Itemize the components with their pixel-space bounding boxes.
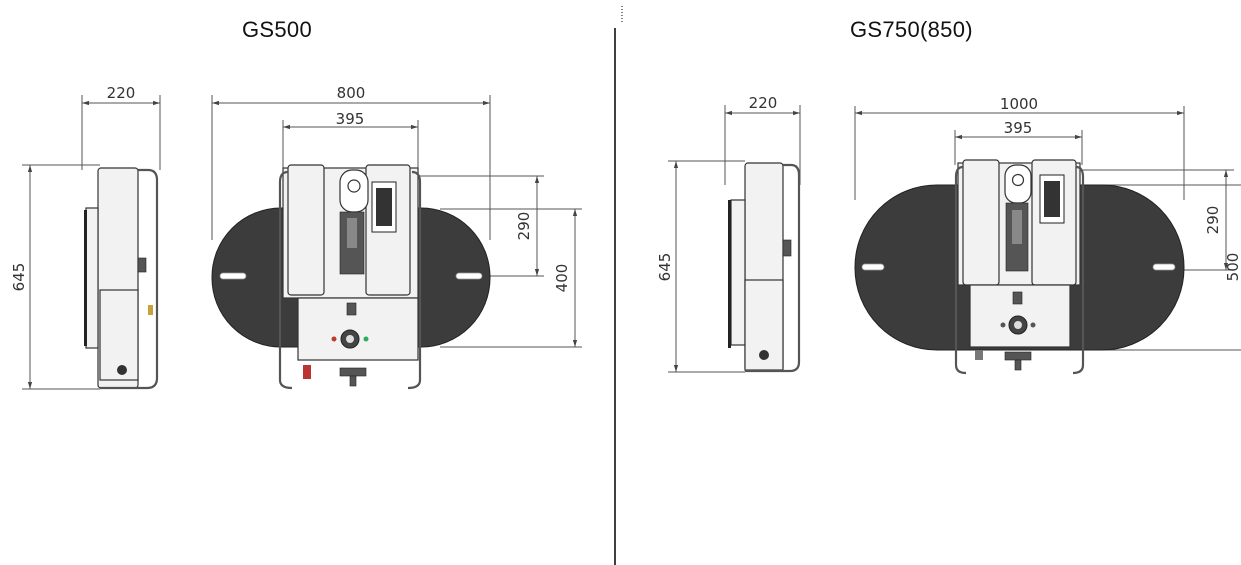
gs500-side-width-label: 220 (107, 84, 136, 102)
gs750-front-short-height-label: 290 (1204, 206, 1222, 235)
gs500-front-view: 800 395 290 400 (211, 84, 582, 390)
gs750-side-view: 220 645 (656, 94, 801, 373)
gs500-side-view: 220 645 (10, 84, 161, 390)
gs750-front-disc-height-label: 500 (1224, 253, 1241, 282)
gs500-front-short-height-label: 290 (515, 212, 533, 241)
gs750-front-view: 1000 395 290 500 (854, 95, 1241, 375)
gs750-front-inner-width-label: 395 (1004, 119, 1033, 137)
gs500-front-overall-width-label: 800 (337, 84, 366, 102)
gs750-side-height-label: 645 (656, 253, 674, 282)
gs750-front-overall-width-label: 1000 (1000, 95, 1038, 113)
model-title-gs500: GS500 (242, 17, 312, 42)
gs500-front-disc-height-label: 400 (553, 264, 571, 293)
gs500-front-inner-width-label: 395 (336, 110, 365, 128)
gs500-side-height-label: 645 (10, 263, 28, 292)
gs750-side-width-label: 220 (749, 94, 778, 112)
model-title-gs750: GS750(850) (850, 17, 973, 42)
